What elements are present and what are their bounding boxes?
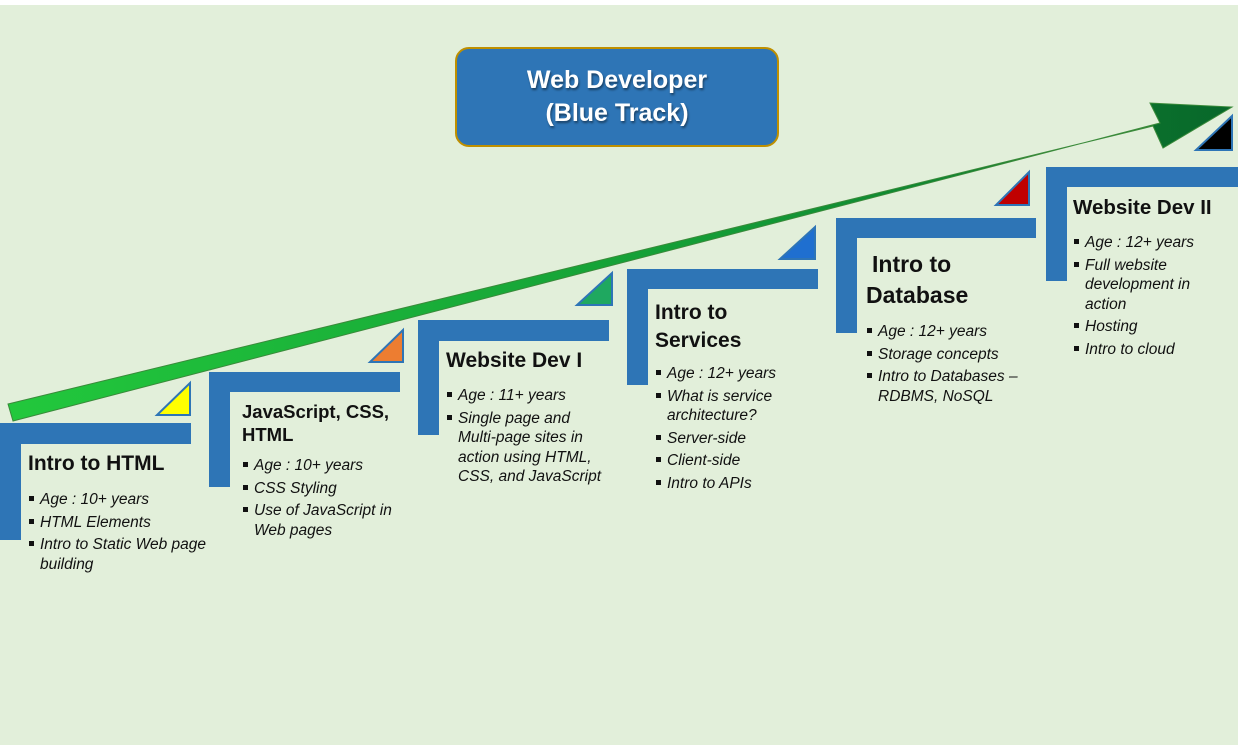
step-title-website-dev-2: Website Dev II [1073, 196, 1212, 220]
bullet-item: Age : 10+ years [242, 456, 407, 476]
bullet-item: Use of JavaScript in Web pages [242, 501, 407, 540]
step-title-website-dev-1: Website Dev I [446, 349, 582, 373]
step-title-intro-to-database: Intro to Database [866, 249, 968, 311]
step-title-line: Services [655, 329, 742, 352]
step-bullets-javascript-css-html: Age : 10+ years CSS Styling Use of JavaS… [242, 456, 407, 543]
step-bars [0, 167, 1238, 540]
bullet-item: Client-side [655, 451, 815, 471]
track-title-line-2: (Blue Track) [545, 99, 689, 127]
bullet-item: What is service architecture? [655, 387, 815, 426]
step-marker-2 [367, 327, 404, 363]
step-bar-3 [418, 320, 609, 435]
step-title-line: Intro to [872, 251, 952, 277]
step-bullets-website-dev-2: Age : 12+ years Full website development… [1073, 233, 1225, 362]
step-title-javascript-css-html: JavaScript, CSS, HTML [242, 400, 389, 446]
step-bar-2 [209, 372, 400, 487]
bullet-item: Intro to Databases – RDBMS, NoSQL [866, 367, 1044, 406]
step-title-line: Website Dev I [446, 349, 583, 372]
step-title-line: Database [866, 282, 969, 308]
step-title-line: HTML [242, 424, 294, 445]
bullet-item: CSS Styling [242, 479, 407, 499]
track-title-box: Web Developer (Blue Track) [455, 47, 779, 147]
step-marker-1 [154, 380, 191, 416]
bullet-item: Age : 12+ years [866, 322, 1044, 342]
step-bullets-intro-to-database: Age : 12+ years Storage concepts Intro t… [866, 322, 1044, 409]
step-bar-4 [627, 269, 818, 385]
step-marker-4 [777, 224, 816, 260]
step-bullets-intro-to-html: Age : 10+ years HTML Elements Intro to S… [28, 490, 208, 577]
step-title-line: JavaScript, CSS, [242, 401, 390, 422]
step-title-line: Intro to [655, 301, 728, 324]
bullet-item: Server-side [655, 429, 815, 449]
step-title-intro-to-html: Intro to HTML [28, 452, 164, 476]
bullet-item: Age : 12+ years [655, 364, 815, 384]
step-bullets-website-dev-1: Age : 11+ years Single page and Multi-pa… [446, 386, 611, 490]
bullet-item: Intro to APIs [655, 474, 815, 494]
bullet-item: Hosting [1073, 317, 1225, 337]
step-marker-3 [574, 270, 613, 306]
bullet-item: Age : 12+ years [1073, 233, 1225, 253]
bullet-item: Single page and Multi-page sites in acti… [446, 409, 611, 487]
step-bar-5 [836, 218, 1036, 333]
step-marker-5 [993, 169, 1030, 206]
step-title-intro-to-services: Intro to Services [655, 299, 741, 355]
step-bullets-intro-to-services: Age : 12+ years What is service architec… [655, 364, 815, 496]
bullet-item: Storage concepts [866, 345, 1044, 365]
bullet-item: Intro to cloud [1073, 340, 1225, 360]
bullet-item: Full website development in action [1073, 256, 1225, 315]
track-title-line-1: Web Developer [526, 66, 708, 94]
step-title-line: Intro to HTML [28, 452, 165, 475]
step-title-line: Website Dev II [1073, 196, 1212, 219]
bullet-item: Intro to Static Web page building [28, 535, 208, 574]
bullet-item: HTML Elements [28, 513, 208, 533]
progression-arrow [7, 102, 1234, 422]
step-bar-6 [1046, 167, 1238, 281]
bullet-item: Age : 11+ years [446, 386, 611, 406]
step-bar-1 [0, 423, 191, 540]
bullet-item: Age : 10+ years [28, 490, 208, 510]
step-marker-6 [1193, 113, 1233, 151]
